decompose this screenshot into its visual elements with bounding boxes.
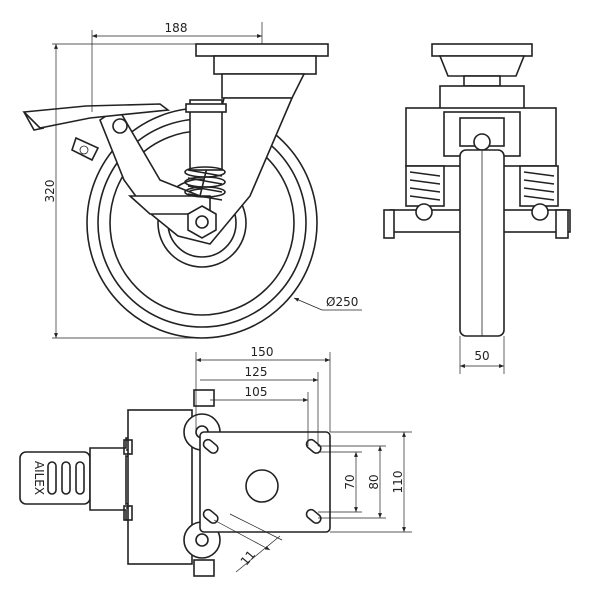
side-view: 188 320 Ø250 [22, 21, 362, 339]
dim-label-105: 105 [245, 385, 268, 399]
side-swivel-fork [221, 73, 306, 99]
top-bolt-slots [202, 438, 322, 524]
top-brake-pedal: AILEX [19, 451, 91, 505]
top-frame [127, 409, 193, 565]
dim-height: 320 [43, 43, 200, 339]
top-plate-center-hole [245, 469, 279, 503]
dim-bolt-long-inner: 105 [210, 385, 309, 446]
side-spring-coil [184, 166, 226, 201]
side-axle-nut [187, 205, 217, 239]
dim-swivel-radius: 188 [91, 21, 263, 112]
dim-label-188: 188 [165, 21, 188, 35]
dim-label-110: 110 [391, 471, 405, 494]
front-spring-right [519, 165, 559, 207]
dim-bolt-long-outer: 125 [200, 365, 319, 446]
dim-label-125: 125 [245, 365, 268, 379]
dim-label-50: 50 [474, 349, 489, 363]
dim-label-11: 11 [238, 548, 259, 569]
dim-wheel-diameter: Ø250 [293, 295, 362, 311]
dim-label-250: Ø250 [326, 295, 358, 309]
top-mounting-plate [199, 431, 331, 533]
side-wheel-hub [157, 178, 247, 268]
front-view: 50 [383, 43, 571, 374]
front-top-plate [431, 43, 533, 57]
dim-bolt-short-outer: 80 [318, 445, 386, 519]
side-brake-lever [22, 103, 171, 162]
dim-label-320: 320 [43, 180, 57, 203]
dim-plate-length: 150 [195, 345, 331, 432]
brand-text: AILEX [32, 461, 46, 495]
front-spring-left [405, 165, 445, 207]
dim-label-150: 150 [251, 345, 274, 359]
front-housing [439, 85, 525, 111]
dim-label-80: 80 [367, 474, 381, 489]
top-view: AILEX 150 [19, 345, 412, 577]
dim-bolt-short-inner: 70 [318, 451, 362, 513]
side-top-plate [195, 43, 329, 57]
dim-plate-width: 110 [330, 431, 412, 533]
dim-label-70: 70 [343, 474, 357, 489]
dim-wheel-width: 50 [459, 336, 505, 374]
